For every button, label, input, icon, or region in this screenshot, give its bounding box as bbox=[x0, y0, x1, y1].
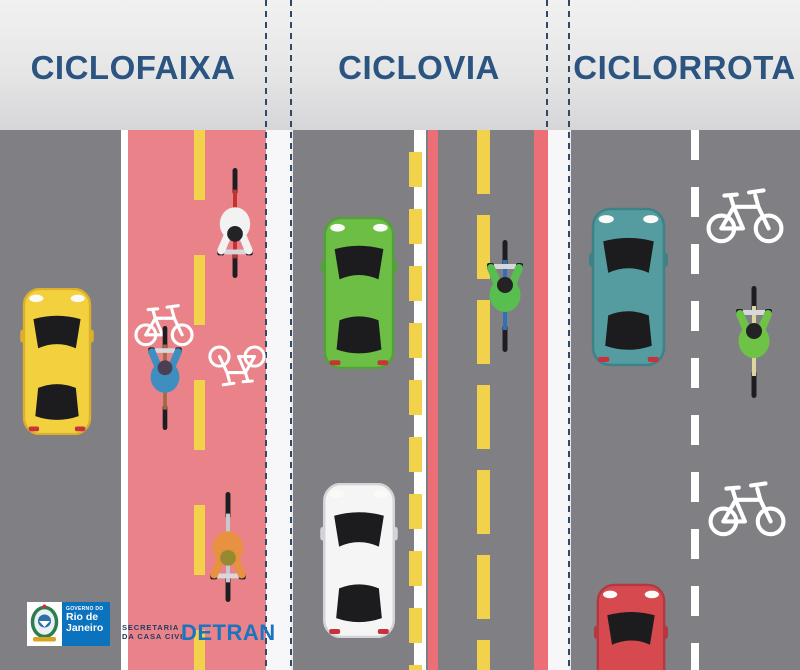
governo-rio-logo: GOVERNO DO Rio de Janeiro bbox=[62, 602, 110, 646]
secretaria-line1: SECRETARIA bbox=[122, 623, 180, 632]
panel-gutter-1 bbox=[266, 130, 291, 670]
governo-line2: Janeiro bbox=[66, 622, 104, 634]
detran-logo: DETRAN bbox=[181, 620, 276, 645]
panel-title-ciclovia: CICLOVIA bbox=[338, 49, 500, 86]
bicycle-marking-icon bbox=[706, 180, 784, 246]
teal-car bbox=[589, 207, 668, 367]
panel-title-ciclofaixa: CICLOFAIXA bbox=[30, 49, 236, 86]
secretaria-casa-civil-label: SECRETARIA DA CASA CIVIL bbox=[122, 623, 189, 641]
green-car bbox=[320, 217, 398, 369]
bicycle-marking-icon bbox=[708, 472, 786, 540]
rio-coat-of-arms bbox=[27, 602, 62, 646]
panel-title-ciclorrota: CICLORROTA bbox=[573, 49, 796, 86]
bicycle-marking-icon-rotated bbox=[208, 342, 266, 394]
red-car bbox=[594, 583, 668, 670]
cyclist-green-shirt-blue-bike bbox=[482, 240, 528, 352]
ciclovia-yellow-center-dashes bbox=[477, 130, 490, 670]
divider-line-1 bbox=[265, 0, 267, 670]
ciclofaixa-yellow-dashed-line bbox=[194, 130, 205, 670]
cyclist-blue-shirt-tan-bike bbox=[142, 326, 188, 430]
white-car bbox=[320, 483, 398, 638]
ciclovia-yellow-edge-dashes bbox=[409, 130, 422, 670]
ciclorrota-white-dashed-line bbox=[691, 130, 699, 670]
yellow-car bbox=[20, 288, 94, 435]
ciclofaixa-white-edge-line bbox=[121, 130, 128, 670]
cyclist-green-shirt-cream-bike bbox=[731, 283, 777, 401]
cyclist-orange-shirt-gray-bike bbox=[205, 492, 251, 602]
ciclovia-red-stripe-left bbox=[428, 130, 438, 670]
divider-line-2 bbox=[290, 0, 292, 670]
governo-eyebrow: GOVERNO DO bbox=[66, 606, 104, 612]
panel-gutter-2 bbox=[547, 130, 569, 670]
secretaria-line2: DA CASA CIVIL bbox=[122, 632, 189, 641]
divider-line-4 bbox=[568, 0, 570, 670]
cyclist-white-shirt-red-bike bbox=[212, 168, 258, 278]
header-band bbox=[0, 0, 800, 130]
ciclovia-red-stripe-right bbox=[534, 130, 548, 670]
governo-line1: Rio de bbox=[66, 611, 99, 623]
